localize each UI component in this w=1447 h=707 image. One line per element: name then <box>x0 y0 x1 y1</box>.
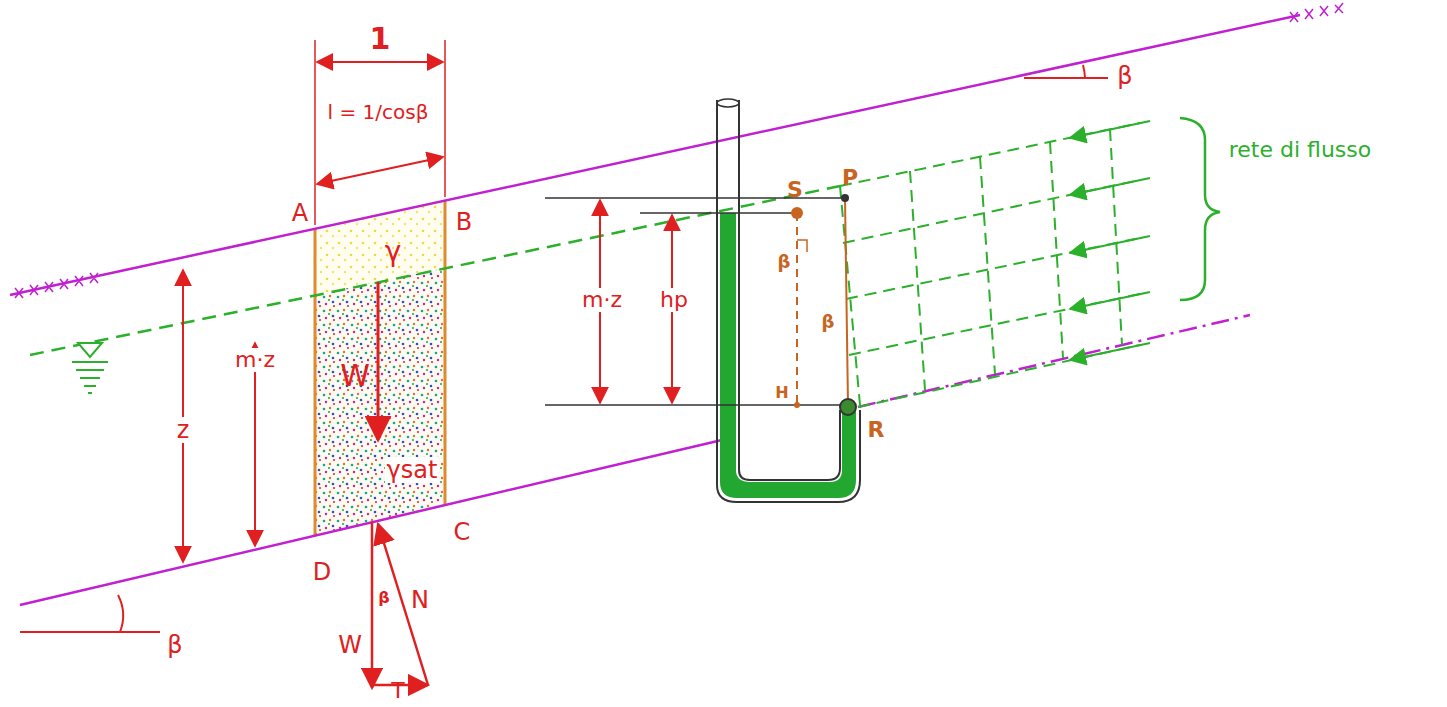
force-label: N <box>409 587 431 613</box>
point-label: S <box>785 178 805 202</box>
dimension-label: 1 <box>368 22 393 55</box>
dimension-label: z <box>175 417 192 443</box>
point-label: A <box>290 200 310 226</box>
angle-label: β <box>376 589 391 607</box>
dimension-label: m·z <box>233 348 277 372</box>
point-label: D <box>311 559 333 585</box>
angle-label: β <box>776 252 793 272</box>
point-label: B <box>454 209 474 235</box>
angle-label: β <box>1115 63 1134 89</box>
dimension-label: hp <box>658 288 690 312</box>
point-label: H <box>773 384 790 402</box>
point-label: P <box>840 166 860 190</box>
flow-net-label: rete di flusso <box>1227 138 1374 162</box>
angle-label: β <box>820 312 837 332</box>
unit-weight-label: γ <box>383 237 404 268</box>
angle-label: β <box>165 632 184 658</box>
force-label: T <box>389 679 406 703</box>
force-label: W <box>338 359 372 392</box>
unit-weight-label: γsat <box>385 457 440 483</box>
dimension-label: l = 1/cosβ <box>326 101 431 123</box>
dimension-label: m·z <box>580 288 624 312</box>
force-label: W <box>336 632 364 658</box>
point-label: R <box>866 418 887 442</box>
point-label: C <box>452 519 473 545</box>
